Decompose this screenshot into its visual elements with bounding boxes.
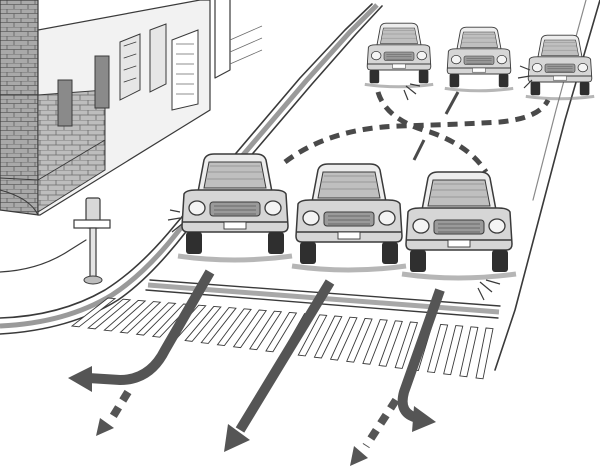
crosswalk-stripe [313,315,343,359]
crosswalk-stripe [394,321,419,369]
crosswalk-stripe [232,309,268,349]
traffic-light-icon [73,197,111,285]
crosswalk-stripe [135,302,177,336]
crosswalk-stripe [443,325,464,376]
car-back-right [524,33,596,101]
crosswalk-stripe [87,298,132,330]
crosswalk-stripe [248,310,283,351]
corner-building [0,0,263,216]
crosswalk-stripe [329,316,358,361]
crosswalk-stripe [459,326,479,378]
crosswalk-stripe [297,314,328,357]
crosswalk-stripe [103,299,147,332]
crosswalk-stripe [265,311,298,353]
crosswalk-stripe [70,297,117,328]
car-front-right [402,172,516,278]
lane-change-paths [283,91,551,174]
crosswalk-stripe [426,323,449,374]
car-back-center [443,25,515,93]
crosswalk-stripe [119,301,162,334]
crosswalk-stripe [200,307,237,344]
crosswalk-stripe [216,308,252,346]
crosswalk-stripe [184,305,222,342]
car-front-center [292,164,406,270]
crosswalk-stripe [378,320,403,367]
car-front-left [178,154,292,260]
crosswalk-stripe [346,317,373,363]
crosswalk-stripe [362,319,388,365]
car-back-left [363,21,435,89]
arrow-icon [68,269,445,466]
turn-signal-icon [167,65,533,301]
crosswalk-stripe [475,327,494,380]
